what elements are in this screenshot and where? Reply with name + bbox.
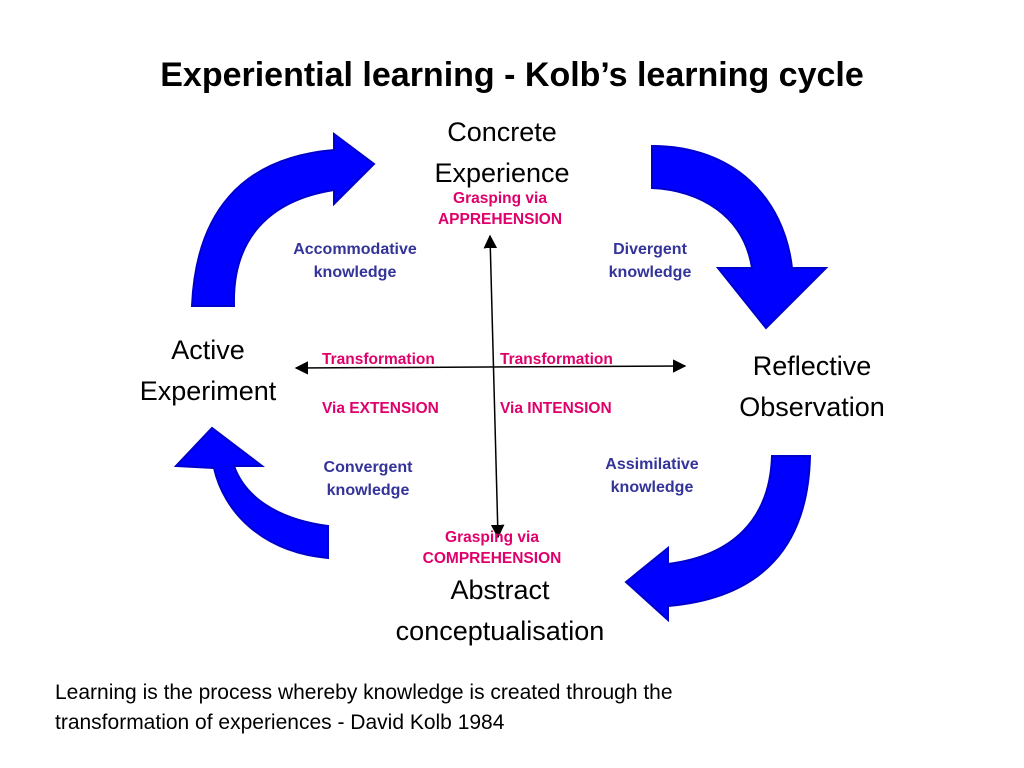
grasp-line: Grasping via <box>445 529 539 546</box>
axis-horizontal <box>294 359 687 375</box>
stage-line: Reflective <box>752 351 872 381</box>
transformation-left: Transformation <box>322 351 435 368</box>
stage-active-experiment: Active Experiment <box>112 330 304 412</box>
stage-line: Active <box>171 335 245 365</box>
grasp-line: APPREHENSION <box>437 211 563 228</box>
knowledge-line: Assimilative <box>605 456 699 473</box>
knowledge-line: knowledge <box>313 264 397 281</box>
cycle-arrow-top-left <box>190 132 376 307</box>
stage-line: Abstract <box>450 575 550 605</box>
stage-line: Experiment <box>139 376 277 406</box>
stage-line: Observation <box>739 392 885 422</box>
knowledge-line: knowledge <box>610 479 694 496</box>
stage-concrete-experience: Concrete Experience <box>412 112 592 194</box>
knowledge-line: knowledge <box>326 482 410 499</box>
cycle-arrow-top-right <box>651 144 829 330</box>
knowledge-convergent: Convergent knowledge <box>298 456 438 502</box>
stage-line: Concrete <box>447 117 557 147</box>
stage-abstract-conceptualisation: Abstract conceptualisation <box>360 570 640 652</box>
axis-vertical <box>483 234 505 539</box>
quote-line: transformation of experiences - David Ko… <box>55 711 505 734</box>
knowledge-line: Convergent <box>323 459 413 476</box>
quote-line: Learning is the process whereby knowledg… <box>55 681 673 704</box>
transformation-right: Transformation <box>500 351 613 368</box>
cycle-arrow-bottom-right <box>624 455 812 623</box>
stage-line: conceptualisation <box>395 616 605 646</box>
knowledge-line: Divergent <box>613 241 687 258</box>
via-intension: Via INTENSION <box>500 400 612 417</box>
grasping-apprehension: Grasping via APPREHENSION <box>400 188 600 230</box>
kolb-quote: Learning is the process whereby knowledg… <box>55 678 955 738</box>
cycle-arrow-bottom-left <box>173 426 329 560</box>
knowledge-accommodative: Accommodative knowledge <box>270 238 440 284</box>
knowledge-line: Accommodative <box>293 241 417 258</box>
grasp-line: COMPREHENSION <box>422 550 562 567</box>
knowledge-line: knowledge <box>608 264 692 281</box>
knowledge-divergent: Divergent knowledge <box>580 238 720 284</box>
via-extension: Via EXTENSION <box>322 400 439 417</box>
stage-line: Experience <box>434 158 570 188</box>
page-title: Experiential learning - Kolb’s learning … <box>160 56 864 94</box>
grasping-comprehension: Grasping via COMPREHENSION <box>392 527 592 569</box>
stage-reflective-observation: Reflective Observation <box>712 346 912 428</box>
knowledge-assimilative: Assimilative knowledge <box>582 453 722 499</box>
grasp-line: Grasping via <box>453 190 547 207</box>
